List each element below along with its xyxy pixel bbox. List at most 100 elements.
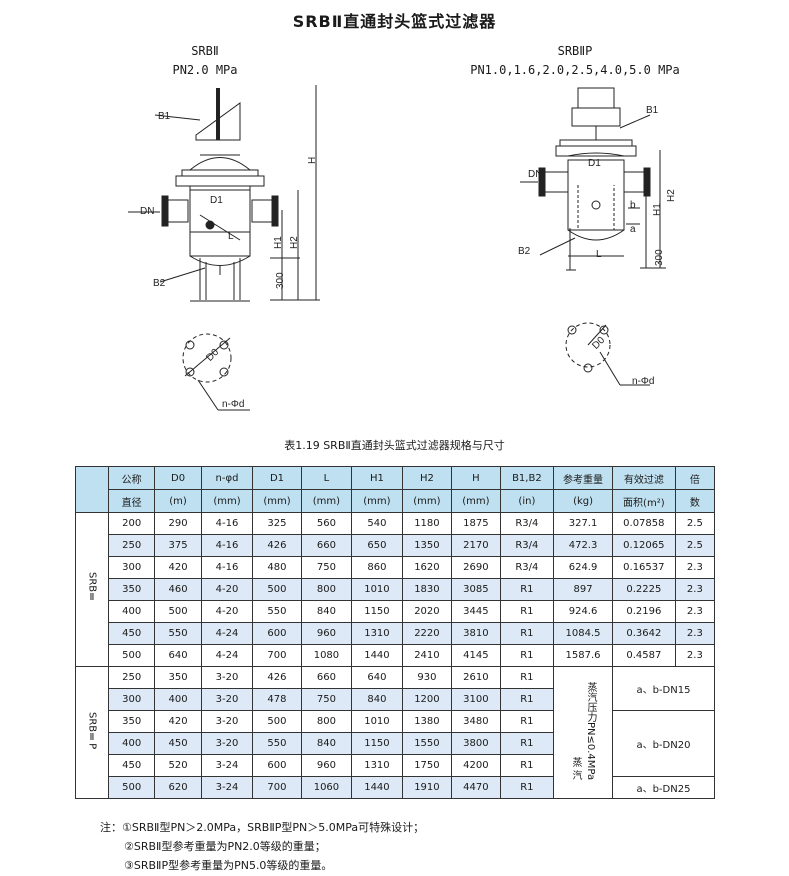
table-cell: 4-16 (200, 512, 254, 535)
table-cell: 924.6 (553, 600, 613, 623)
table-cell: 400 (107, 732, 156, 755)
header-cell: n-φd (200, 466, 254, 490)
table-cell: 3480 (451, 710, 501, 733)
header-cell: 有效过滤 (611, 466, 676, 490)
table-cell: 560 (300, 512, 353, 535)
table-cell: 640 (351, 666, 403, 689)
table-cell: 2020 (401, 600, 453, 623)
table-cell: 4-24 (200, 644, 254, 667)
table-cell: 500 (154, 600, 202, 623)
table-cell: 1875 (451, 512, 501, 535)
table-cell: 3810 (451, 622, 501, 645)
table-cell: 3445 (451, 600, 501, 623)
header-cell: (mm) (300, 489, 353, 513)
table-cell: a、b-DN20 (611, 710, 716, 777)
table-cell: R3/4 (499, 556, 555, 579)
header-cell: D1 (252, 466, 302, 490)
table-cell: 4470 (451, 776, 501, 799)
table-cell: 350 (107, 578, 156, 601)
table-cell: 1830 (401, 578, 453, 601)
table-cell: 1150 (351, 600, 403, 623)
table-cell: 1180 (401, 512, 453, 535)
left-label-h: H (307, 157, 318, 164)
table-cell: 2.3 (674, 600, 716, 623)
left-filter-drawing (128, 85, 320, 411)
table-cell: 300 (107, 688, 156, 711)
table-cell: 1080 (300, 644, 353, 667)
right-filter-drawing (520, 87, 666, 386)
table-cell: 3800 (451, 732, 501, 755)
table-cell: 700 (252, 644, 302, 667)
table-cell: 2.5 (674, 534, 716, 557)
header-cell: D0 (154, 466, 202, 490)
table-cell: 450 (154, 732, 202, 755)
table-cell: 1550 (401, 732, 453, 755)
note-1: 注：①SRBⅡ型PN＞2.0MPa，SRBⅡP型PN＞5.0MPa可特殊设计； (100, 821, 425, 834)
table-cell: 4-16 (200, 556, 254, 579)
right-pressure-label: PN1.0,1.6,2.0,2.5,4.0,5.0 MPa (470, 63, 680, 77)
note-3: ③SRBⅡP型参考重量为PN5.0等级的重量。 (124, 859, 333, 872)
table-cell: 960 (300, 754, 353, 777)
left-pressure-label: PN2.0 MPa (172, 63, 238, 77)
table-cell: R1 (499, 688, 555, 711)
table-cell: 3-20 (200, 732, 254, 755)
left-label-b2: B2 (153, 278, 166, 289)
table-cell: R3/4 (499, 534, 555, 557)
table-cell: 624.9 (553, 556, 613, 579)
table-cell: 1750 (401, 754, 453, 777)
group-label-srb2: SRBⅡ (75, 512, 109, 667)
header-cell: H1 (351, 466, 403, 490)
table-cell: 2220 (401, 622, 453, 645)
spec-table: 公称 D0 n-φd D1 L H1 H2 H B1,B2 参考重量 有效过滤 … (75, 466, 716, 799)
table-cell: 1350 (401, 534, 453, 557)
table-cell: 1587.6 (553, 644, 613, 667)
table-cell: 4145 (451, 644, 501, 667)
table-cell: 2.5 (674, 512, 716, 535)
table-cell: 472.3 (553, 534, 613, 557)
left-label-h1: H1 (273, 236, 284, 249)
table-cell: 550 (252, 732, 302, 755)
table-cell: 4-24 (200, 622, 254, 645)
left-label-nphid: n-Φd (222, 399, 244, 410)
table-cell: 1380 (401, 710, 453, 733)
table-cell: a、b-DN15 (611, 666, 716, 711)
header-cell: (mm) (351, 489, 403, 513)
table-cell: 1910 (401, 776, 453, 799)
left-label-d0: D0 (204, 347, 221, 364)
table-cell: R3/4 (499, 512, 555, 535)
header-cell: (in) (499, 489, 555, 513)
table-cell: a、b-DN25 (611, 776, 716, 799)
header-cell: (mm) (451, 489, 501, 513)
table-cell: 600 (252, 622, 302, 645)
table-cell: 350 (154, 666, 202, 689)
header-cell: (m) (154, 489, 202, 513)
table-cell: R1 (499, 644, 555, 667)
header-cell: (mm) (401, 489, 453, 513)
table-cell: 840 (300, 732, 353, 755)
table-cell: 450 (107, 754, 156, 777)
right-label-a: a (630, 224, 636, 235)
header-cell: 数 (674, 489, 716, 513)
group-label-text: SRBⅡP (86, 712, 98, 750)
table-cell: 2170 (451, 534, 501, 557)
table-cell: 1440 (351, 776, 403, 799)
table-cell: 327.1 (553, 512, 613, 535)
table-cell: R1 (499, 754, 555, 777)
table-cell: 600 (252, 754, 302, 777)
group-label-srb2p: SRBⅡP (75, 666, 109, 799)
right-label-h1: H1 (652, 203, 663, 216)
table-cell: 0.12065 (611, 534, 676, 557)
right-label-dn: DN (528, 169, 542, 180)
header-cell: 参考重量 (553, 466, 613, 490)
table-cell: 460 (154, 578, 202, 601)
table-cell: 350 (107, 710, 156, 733)
header-cell: H (451, 466, 501, 490)
table-cell: 3-24 (200, 754, 254, 777)
table-cell: 1200 (401, 688, 453, 711)
table-cell: 2.3 (674, 622, 716, 645)
